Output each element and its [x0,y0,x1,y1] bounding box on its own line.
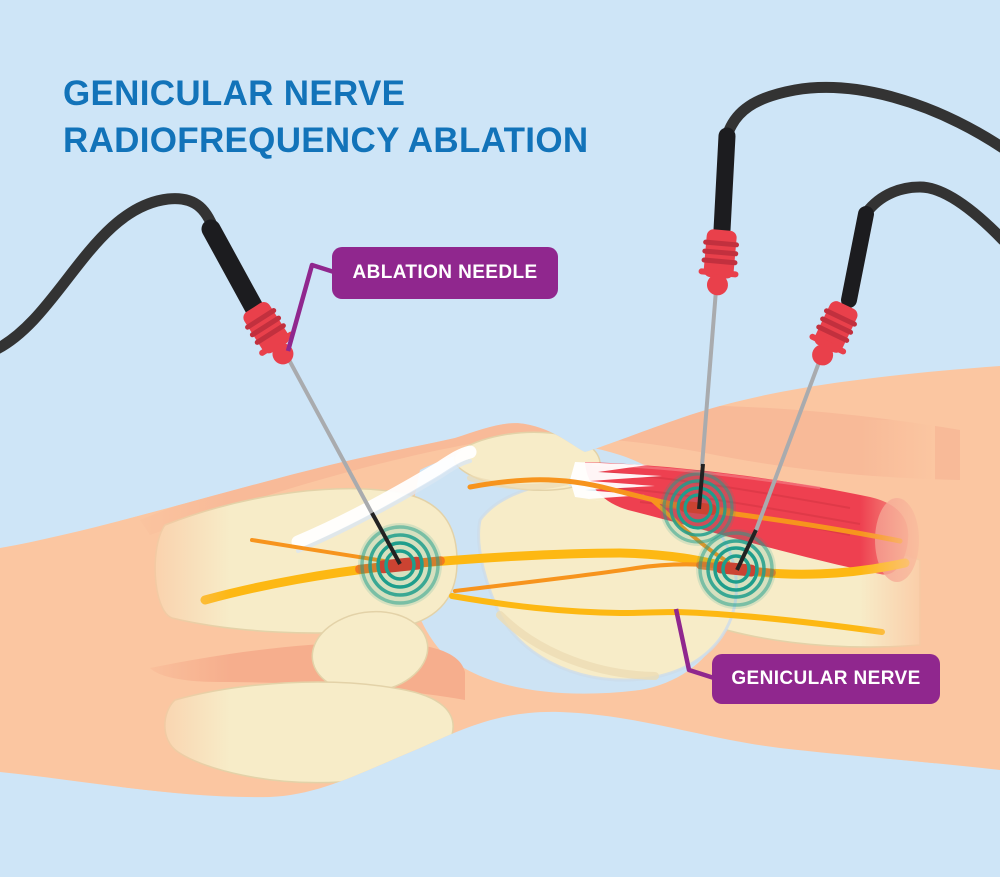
genicular-nerve-pointer-line [673,608,715,681]
needle-cable [0,193,222,354]
ligament-band-shadow [296,459,472,553]
skin-surface-shade [140,405,960,535]
ablation-needle-pointer-line [285,262,335,352]
cutaway-fade-left [120,420,230,798]
needle-tip [735,529,758,571]
muscle-quadriceps [585,462,909,575]
ablation-needle-label: ABLATION NEEDLE [332,247,558,299]
needle-shaft [700,289,718,467]
genicular-nerve-inferior [449,593,885,635]
ablation-needle-right [735,181,1000,571]
genicular-nerve-branch-1 [453,562,722,593]
needle-shaft [753,356,823,534]
ablation-needle-label-text: ABLATION NEEDLE [352,262,538,283]
condyle-shading [496,611,659,680]
needle-tip [697,463,705,510]
needle-tip [370,512,402,565]
needle-hub [698,229,740,296]
needle-hub [809,301,858,366]
needle-connector [201,219,267,323]
needle-cable [720,82,1000,153]
genicular-nerve-main [200,548,910,605]
page-title-line-1: GENICULAR NERVE [63,74,406,113]
ligament-band [291,445,477,549]
page-title: GENICULAR NERVE RADIOFREQUENCY ABLATION [63,70,588,164]
ablation-target-1 [355,523,445,607]
needle-connector [841,206,874,308]
needle-cable [858,181,1000,245]
genicular-nerve-label-text: GENICULAR NERVE [731,668,921,689]
cutaway-fade-right [860,420,935,780]
needle-shaft [286,357,376,518]
tendon-zigzag [570,462,662,502]
genicular-nerve-label: GENICULAR NERVE [712,654,940,704]
page-title-line-2: RADIOFREQUENCY ABLATION [63,121,589,160]
ablation-needle-middle [697,82,1000,510]
needle-connector [713,127,736,239]
